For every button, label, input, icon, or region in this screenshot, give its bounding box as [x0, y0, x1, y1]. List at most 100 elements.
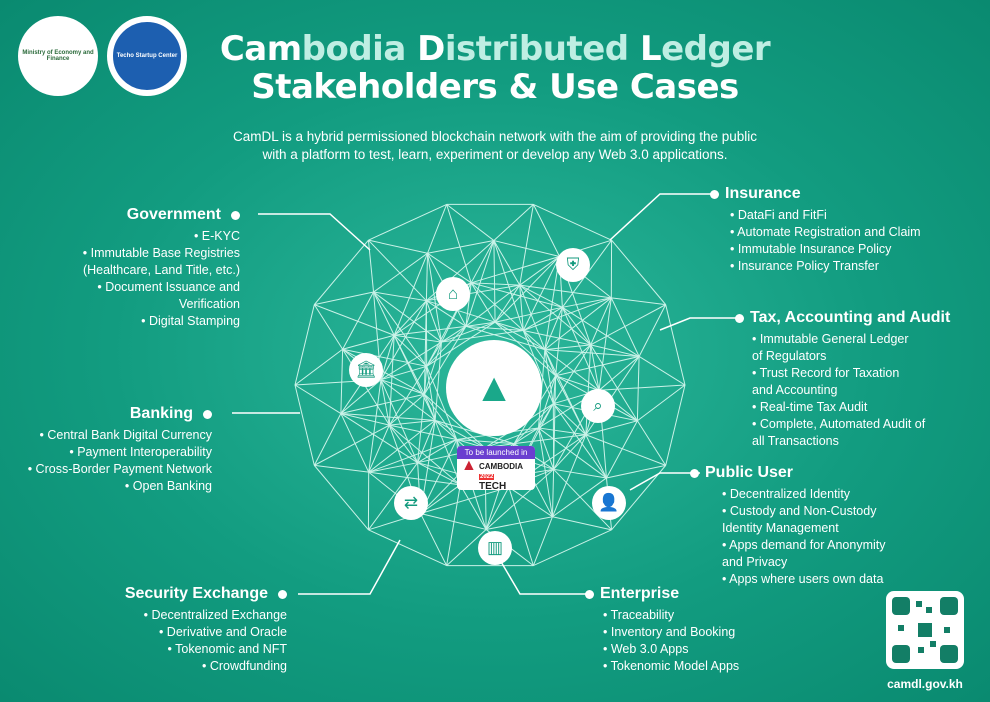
network-link	[538, 427, 555, 470]
network-link	[441, 330, 524, 343]
section-enterprise: Enterprise• Traceability• Inventory and …	[585, 585, 785, 676]
network-link	[393, 334, 428, 367]
logo-text: Techo Startup Center	[116, 53, 178, 59]
network-link	[470, 282, 524, 331]
network-link	[314, 291, 374, 306]
enterprise-icon: ▥	[478, 531, 512, 565]
network-link	[380, 379, 425, 395]
use-case-item: of Regulators	[752, 349, 827, 363]
network-link	[590, 344, 600, 391]
section-insurance: Insurance• DataFi and FitFi• Automate Re…	[710, 185, 970, 276]
network-link	[380, 379, 419, 463]
qr-code[interactable]	[886, 591, 964, 669]
network-link	[471, 282, 520, 286]
network-link	[555, 344, 592, 377]
network-link	[519, 284, 563, 308]
network-link	[389, 424, 457, 440]
network-link	[393, 335, 425, 395]
badge-top: To be launched in	[457, 446, 535, 459]
network-link	[465, 284, 521, 327]
network-link	[544, 349, 600, 391]
network-link	[425, 253, 429, 301]
network-link	[446, 204, 472, 283]
page-title: Cambodia Distributed Ledger Stakeholders…	[219, 29, 771, 107]
network-link	[427, 240, 494, 254]
network-link	[544, 349, 557, 376]
network-link	[420, 513, 448, 566]
network-link	[465, 325, 524, 332]
network-link	[340, 349, 344, 414]
network-link	[417, 420, 436, 463]
network-link	[446, 203, 495, 241]
network-link	[598, 297, 612, 391]
ministry-logo: Ministry of Economy and Finance	[18, 16, 98, 96]
network-link	[544, 349, 554, 404]
camdl-logo-icon: ▲	[446, 340, 542, 436]
section-government: Government• E-KYC• Immutable Base Regist…	[40, 206, 240, 331]
use-case-item: • Central Bank Digital Currency	[39, 428, 213, 442]
use-case-item: • Custody and Non-Custody	[722, 504, 877, 518]
network-link	[294, 304, 315, 386]
network-link	[314, 424, 390, 466]
network-link	[637, 384, 686, 422]
network-link	[552, 375, 557, 404]
network-link	[417, 439, 457, 464]
network-link	[423, 366, 428, 395]
network-link	[368, 203, 447, 241]
use-case-item: • Tokenomic and NFT	[167, 642, 287, 656]
use-case-item: • Open Banking	[124, 479, 212, 493]
network-link	[420, 484, 461, 514]
network-link	[538, 403, 554, 429]
network-link	[611, 465, 667, 531]
government-icon: ⌂	[436, 277, 470, 311]
use-case-item: and Privacy	[722, 555, 788, 569]
network-link	[368, 239, 427, 302]
use-case-item: • Payment Interoperability	[69, 445, 212, 459]
network-link	[493, 240, 524, 331]
use-case-item: • Immutable Insurance Policy	[730, 242, 892, 256]
network-link	[636, 420, 667, 466]
network-link	[313, 239, 369, 305]
use-case-item: • E-KYC	[193, 229, 240, 243]
network-link	[394, 334, 442, 343]
network-link	[368, 419, 436, 473]
network-link	[486, 516, 553, 530]
network-link	[465, 325, 545, 351]
network-link	[636, 356, 640, 421]
network-link	[388, 393, 425, 426]
network-link	[665, 304, 686, 386]
network-link	[426, 321, 496, 367]
network-link	[544, 307, 563, 350]
use-case-item: • Immutable Base Registries	[82, 246, 240, 260]
network-link	[340, 379, 382, 414]
network-link	[585, 434, 607, 479]
use-case-item: • Trust Record for Taxation	[752, 366, 900, 380]
banking-icon: 🏛	[349, 353, 383, 387]
exchange-icon: ⇄	[394, 486, 428, 520]
network-link	[342, 334, 395, 350]
use-case-item: • Traceability	[603, 608, 675, 622]
website-link[interactable]: camdl.gov.kh	[887, 677, 963, 691]
network-link	[555, 375, 587, 435]
qr-code-icon	[892, 597, 958, 663]
network-link	[380, 379, 390, 426]
use-case-item: • Web 3.0 Apps	[603, 642, 689, 656]
network-link	[380, 379, 436, 421]
network-link	[426, 300, 467, 327]
techo-logo: Techo Startup Center	[107, 16, 187, 96]
network-link	[522, 330, 556, 377]
network-link	[427, 252, 472, 284]
network-link	[519, 284, 546, 350]
network-link	[508, 486, 553, 518]
use-case-item: • Complete, Automated Audit of	[752, 417, 926, 431]
network-link	[606, 420, 638, 479]
network-link	[368, 379, 382, 473]
network-link	[373, 291, 395, 336]
network-link	[380, 300, 427, 380]
network-link	[389, 419, 436, 426]
network-link	[423, 394, 436, 421]
network-link	[470, 240, 495, 284]
badge-year: 2022	[479, 474, 495, 480]
network-link	[368, 239, 428, 254]
network-link	[522, 256, 560, 331]
